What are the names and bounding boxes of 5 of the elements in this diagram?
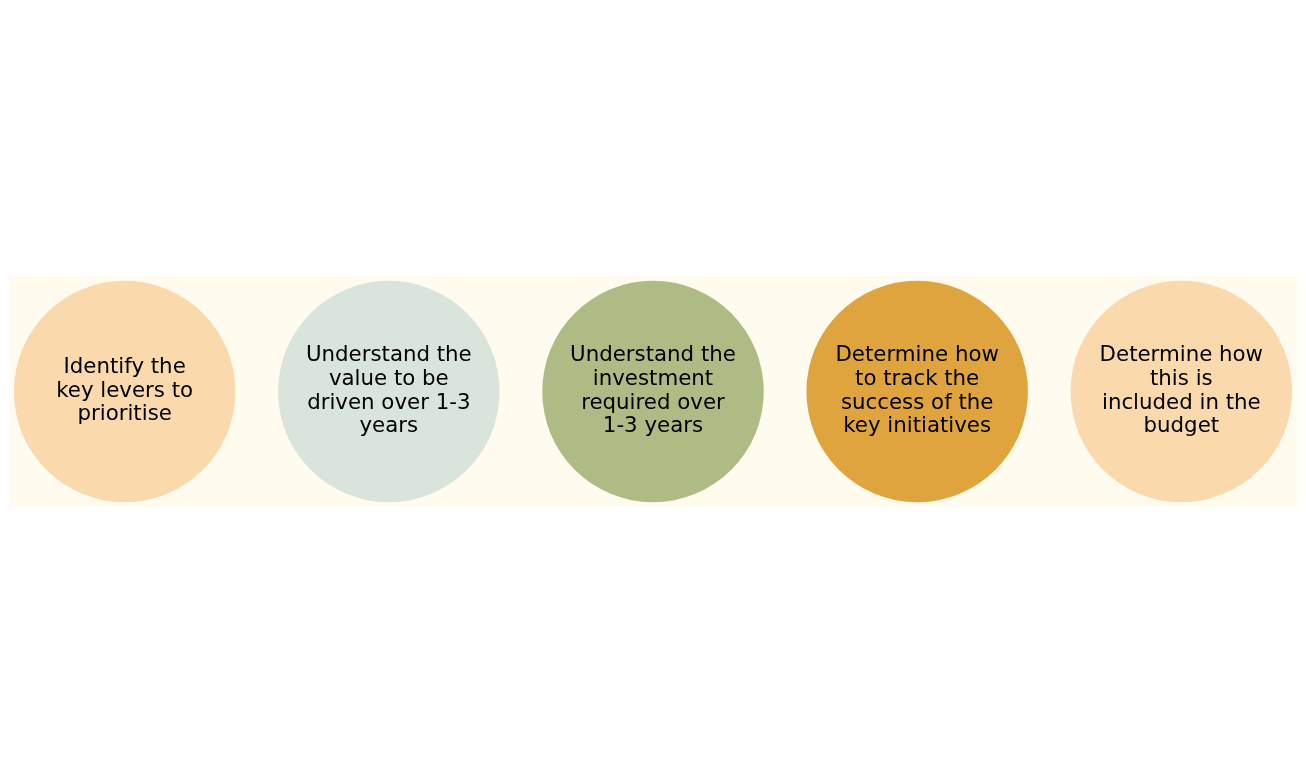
node-circle: Identify the key levers to prioritise xyxy=(13,280,236,502)
node-circle: Understand the investment required over 1-3 years xyxy=(542,280,764,502)
node-circle: Determine how to track the success of the key initiatives xyxy=(806,280,1028,502)
node-circle: Understand the value to be driven over 1-3 years xyxy=(278,280,500,502)
node-circle: Determine how this is included in the budget xyxy=(1070,280,1293,502)
